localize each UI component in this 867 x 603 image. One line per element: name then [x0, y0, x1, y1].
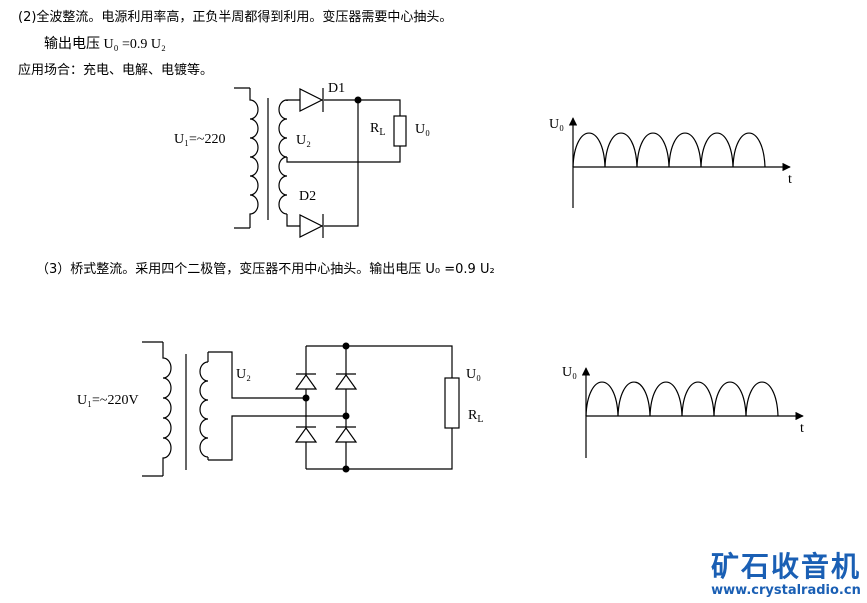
- wave1-curve: [572, 132, 766, 168]
- waveform-2: U₀ t: [562, 365, 804, 458]
- rl-label-2: RL: [468, 408, 483, 425]
- diode-bridge-3: [294, 426, 318, 443]
- wire-center-tap: [286, 100, 359, 163]
- u1-label: U₁=~220: [174, 132, 225, 147]
- junction-node: [354, 96, 362, 104]
- wave2-y-label: U₀: [562, 365, 577, 380]
- d1-label: D1: [328, 81, 345, 96]
- u1-label-2: U₁=~220V: [77, 393, 139, 408]
- application-note: 应用场合：充电、电解、电镀等。: [18, 63, 214, 78]
- u0-label: U₀: [415, 122, 430, 137]
- wave1-x-label: t: [788, 172, 792, 187]
- bridge-wires: [305, 345, 453, 470]
- watermark-logo: 矿石收音机 www.crystalradio.cn: [711, 551, 861, 599]
- rl-label: RL: [370, 121, 385, 138]
- full-wave-rectifier-circuit: [234, 87, 288, 229]
- load-resistor-rl: [393, 115, 407, 147]
- bridge-diodes: [294, 373, 358, 443]
- diode-bridge-4: [334, 426, 358, 443]
- watermark-title: 矿石收音机: [710, 550, 861, 583]
- d2-label: D2: [299, 189, 316, 204]
- waveform-1: U₀ t: [549, 117, 792, 208]
- primary-winding-2: [142, 341, 172, 477]
- diode-bridge-1: [294, 373, 318, 390]
- bridge-junctions: [302, 342, 350, 473]
- wire-d2-path: [286, 162, 359, 227]
- u2-label: U₂: [296, 133, 311, 148]
- watermark-url: www.crystalradio.cn: [711, 583, 861, 598]
- output-voltage-formula-1: 输出电压 U₀ =0.9 U₂: [44, 37, 166, 52]
- wave2-x-label: t: [800, 421, 804, 436]
- diode-d2: [299, 214, 324, 238]
- section-2-heading: (2)全波整流。电源利用率高，正负半周都得到利用。变压器需要中心抽头。: [18, 10, 453, 25]
- u2-label-2: U₂: [236, 367, 251, 382]
- bridge-rectifier-circuit: [142, 341, 460, 477]
- wave1-y-label: U₀: [549, 117, 564, 132]
- u0-label-2: U₀: [466, 367, 481, 382]
- section-3-heading: （3）桥式整流。采用四个二极管，变压器不用中心抽头。输出电压 U₀ =0.9 U…: [36, 262, 495, 277]
- secondary-winding-2: [199, 351, 346, 461]
- primary-winding: [234, 87, 259, 229]
- load-resistor-rl-2: [444, 377, 460, 429]
- secondary-winding: [278, 99, 288, 215]
- diode-bridge-2: [334, 373, 358, 390]
- diode-d1: [299, 88, 324, 112]
- wire-d1-path: [287, 99, 401, 163]
- wave2-curve: [585, 381, 779, 417]
